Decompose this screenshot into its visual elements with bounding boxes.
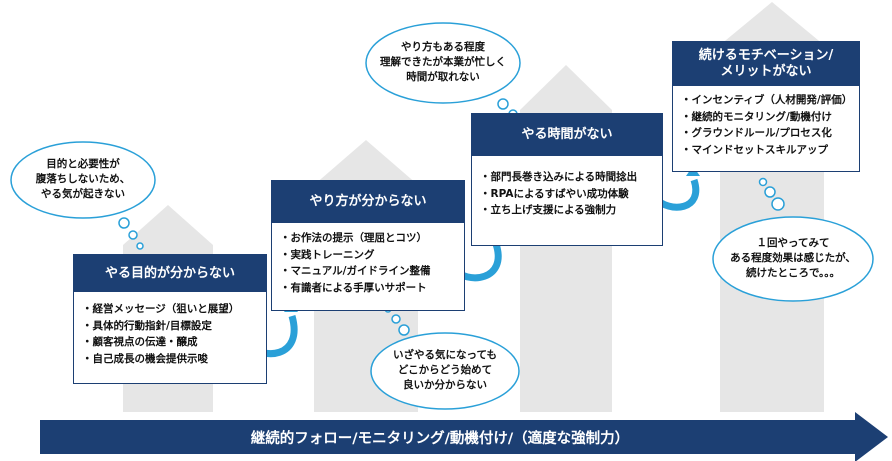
card-method-title: やり方が分からない — [272, 181, 464, 223]
bubble-line: 良いか分からない — [403, 379, 487, 391]
thought-bubble-time — [365, 22, 525, 127]
card-motivation-title-line-1: 続けるモチベーション/ — [698, 48, 834, 63]
list-item: グラウンドルール/プロセス化 — [681, 125, 853, 142]
bubble-line: どこからどう始めて — [397, 364, 493, 376]
banner-arrow — [40, 412, 888, 461]
card-method-list: お作法の提示（理屈とコツ） 実践トレーニング マニュアル/ガイドライン整備 有識… — [272, 223, 464, 300]
bubble-line: 理解できたが本業が忙しく — [380, 56, 506, 68]
list-item: 実践トレーニング — [280, 247, 458, 264]
card-motivation-title-line-2: メリットがない — [720, 64, 812, 79]
bubble-line: やる気が起きない — [41, 188, 125, 200]
list-item: 部門長巻き込みによる時間捻出 — [480, 169, 656, 186]
list-item: 有識者による手厚いサポート — [280, 280, 458, 297]
card-purpose: やる目的が分からない 経営メッセージ（狙いと展望） 具体的行動指針/目標設定 顧… — [73, 254, 267, 384]
list-item: RPAによるすばやい成功体験 — [480, 186, 656, 203]
bubble-purpose-text: 目的と必要性が 腹落ちしないため、 やる気が起きない — [13, 157, 153, 202]
list-item: お作法の提示（理屈とコツ） — [280, 230, 458, 247]
list-item: 自己成長の機会提供示唆 — [82, 351, 260, 368]
card-time-title: やる時間がない — [472, 114, 662, 156]
bubble-time-text: やり方もある程度 理解できたが本業が忙しく 時間が取れない — [368, 40, 518, 85]
bubble-line: 時間が取れない — [406, 71, 480, 83]
list-item: 経営メッセージ（狙いと展望） — [82, 301, 260, 318]
bubble-line: やり方もある程度 — [401, 41, 485, 53]
card-method: やり方が分からない お作法の提示（理屈とコツ） 実践トレーニング マニュアル/ガ… — [271, 180, 465, 311]
card-purpose-title: やる目的が分からない — [74, 255, 266, 292]
thought-bubble-purpose — [10, 141, 156, 250]
list-item: 具体的行動指針/目標設定 — [82, 318, 260, 335]
bubble-line: １回やってみて — [756, 237, 830, 249]
card-time-title-line: やる時間がない — [521, 127, 613, 142]
list-item: マインドセットスキルアップ — [681, 142, 853, 159]
card-motivation-title: 続けるモチベーション/ メリットがない — [673, 42, 859, 86]
bubble-line: ある程度効果は感じたが、 — [730, 252, 856, 264]
card-purpose-title-line: やる目的が分からない — [104, 265, 235, 281]
list-item: 継続的モニタリング/動機付け — [681, 109, 853, 126]
card-time-list: 部門長巻き込みによる時間捻出 RPAによるすばやい成功体験 立ち上げ支援による強… — [472, 156, 662, 223]
bubble-line: いざやる気になっても — [393, 349, 497, 361]
bubble-motivation-text: １回やってみて ある程度効果は感じたが、 続けたところで。。。 — [718, 236, 868, 281]
card-motivation: 続けるモチベーション/ メリットがない インセンティブ（人材開発/評価） 継続的… — [672, 41, 860, 172]
card-time: やる時間がない 部門長巻き込みによる時間捻出 RPAによるすばやい成功体験 立ち… — [471, 113, 663, 246]
list-item: 立ち上げ支援による強制力 — [480, 202, 656, 219]
banner-label: 継続的フォロー/モニタリング/動機付け/（適度な強制力） — [250, 430, 630, 447]
bubble-line: 目的と必要性が — [46, 158, 120, 170]
bubble-line: 腹落ちしないため、 — [35, 173, 131, 185]
card-method-title-line: やり方が分からない — [309, 194, 427, 209]
bubble-line: 続けたところで。。。 — [745, 267, 841, 279]
thought-bubble-motivation — [712, 177, 874, 302]
list-item: インセンティブ（人材開発/評価） — [681, 92, 853, 109]
card-purpose-list: 経営メッセージ（狙いと展望） 具体的行動指針/目標設定 顧客視点の伝達・醸成 自… — [74, 292, 266, 371]
list-item: マニュアル/ガイドライン整備 — [280, 263, 458, 280]
bubble-method-text: いざやる気になっても どこからどう始めて 良いか分からない — [375, 348, 515, 393]
card-motivation-list: インセンティブ（人材開発/評価） 継続的モニタリング/動機付け グラウンドルール… — [673, 86, 859, 162]
list-item: 顧客視点の伝達・醸成 — [82, 334, 260, 351]
